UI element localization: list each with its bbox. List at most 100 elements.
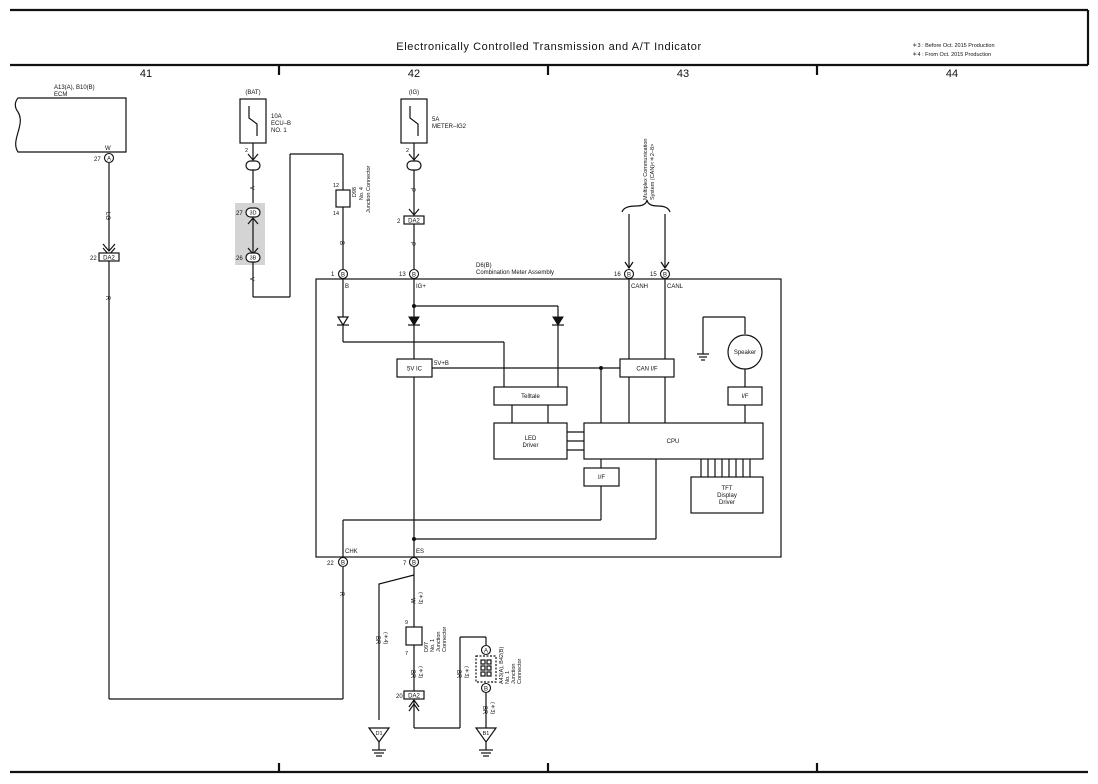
can-h-arrow: [624, 261, 634, 270]
ig-conn-pin: 2: [397, 219, 401, 225]
meter-pin1-num: 1: [331, 272, 335, 278]
block-tft: [690, 476, 764, 514]
jc2-pin-a: [480, 644, 492, 656]
conn-da2-pin: 20: [396, 694, 403, 700]
meter-pin22-letter: B: [341, 561, 345, 567]
block-if1-label: I/F: [742, 394, 749, 400]
ig-source: (IG): [409, 90, 419, 96]
ecm-pin: [103, 152, 115, 164]
diode-b: [336, 316, 350, 327]
ecm-wire-lg-label: LG: [104, 212, 110, 220]
meter-pin7: [408, 556, 420, 568]
jc1-n3: Connector: [442, 626, 448, 652]
meter-pin15-num: 15: [650, 272, 657, 278]
chk-wire-label: R: [338, 592, 344, 597]
ecm-ref: A13(A), B10(B): [54, 85, 95, 91]
v5b-label: 5V+B: [434, 361, 449, 367]
jc4-name1: No. 4: [359, 187, 365, 200]
meter-pin15-letter: B: [663, 273, 667, 279]
ecm-conn-pin: 22: [90, 256, 97, 262]
jc2-terminals: [480, 659, 492, 677]
bat-jp2-id: 3B: [250, 256, 257, 262]
block-tft-label2: Display: [717, 493, 737, 499]
jc4-pin-top: 12: [333, 183, 339, 189]
conn-da2-id: DA2: [408, 694, 420, 700]
jc1-id: D97: [424, 642, 430, 652]
ecm-name: ECM: [54, 92, 67, 98]
br1-label: BR: [374, 636, 380, 645]
jc2-n3: Connector: [517, 658, 523, 684]
bat-wire-v-label: V: [248, 186, 254, 190]
tft-bus: [700, 459, 751, 477]
can-brace: [621, 199, 671, 213]
jc1-n1: No. 1: [430, 639, 436, 652]
meter-pin22: [337, 556, 349, 568]
jc2-a: A: [484, 649, 488, 655]
diode-telltale: [552, 316, 564, 326]
jc4-pin-bot: 14: [333, 211, 339, 217]
ig-fuse-name: METER–IG2: [432, 124, 467, 130]
ig-fuse-icon: [409, 106, 419, 136]
block-cpu: [583, 422, 764, 460]
ground-b1: B1: [483, 731, 490, 737]
br1-note: (＊4): [382, 632, 389, 644]
block-led-label1: LED: [525, 436, 537, 442]
ig-wire-p-label: P: [409, 188, 415, 192]
meter-pin13-letter: B: [412, 273, 416, 279]
can-label2: System (CAN)<＊2–8>: [649, 144, 656, 200]
bat-fuse-name1: ECU–B: [271, 121, 291, 127]
jc2-b: B: [484, 687, 488, 693]
ig-conn-id: DA2: [408, 219, 420, 225]
br2-note: (＊3): [417, 666, 424, 678]
block-cpu-label: CPU: [667, 439, 680, 445]
ig-arrow: [408, 153, 420, 161]
bat-fuse-rating: 10A: [271, 114, 282, 120]
bat-jp2-num: 26: [236, 256, 243, 262]
meter-pin16-letter: B: [627, 273, 631, 279]
ig-conn-arrow: [408, 208, 420, 216]
jc1-box: [405, 626, 423, 646]
jc2-n2: Junction: [511, 664, 517, 685]
ecm-box: [14, 97, 127, 153]
es-branch: [378, 574, 415, 720]
ig-fuse-rating: 5A: [432, 117, 439, 123]
jc4-wire-label: B: [338, 241, 344, 245]
es-wire-w: W: [409, 598, 415, 604]
bat-jp1-id: 3D: [249, 211, 256, 217]
meter-pin22-num: 22: [327, 561, 334, 567]
meter-box: [315, 278, 782, 558]
jc4-id: D98: [352, 187, 358, 197]
br2-label: BR: [409, 670, 415, 679]
meter-pin16-num: 16: [614, 272, 621, 278]
ig-fuse-pin: 2: [406, 148, 409, 154]
diagram-title: Electronically Controlled Transmission a…: [396, 41, 701, 53]
meter-pin1-label: B: [345, 284, 349, 290]
block-canif-label: CAN I/F: [636, 367, 658, 373]
meter-pin1: [337, 268, 349, 280]
meter-pin13: [408, 268, 420, 280]
block-telltale-label: Telltale: [521, 394, 540, 400]
meter-pin7-num: 7: [403, 561, 407, 567]
block-if2-label: I/F: [598, 475, 605, 481]
block-tft-label1: TFT: [722, 486, 733, 492]
junction-dot-1: [412, 304, 416, 308]
bat-conn: [245, 160, 261, 171]
ecm-wire-r-label: R: [104, 296, 110, 301]
jc1-pin-top: 9: [405, 620, 408, 626]
meter-es-label: ES: [416, 549, 424, 555]
ground-d1-icon: [367, 727, 391, 744]
speaker-label: Speaker: [734, 350, 756, 356]
note-3: ＊3 : Before Oct. 2015 Production: [912, 42, 995, 49]
meter-id: D6(B): [476, 263, 492, 269]
br3-label: BR: [455, 670, 461, 679]
ecm-pin-num: 27: [94, 157, 101, 163]
ig-conn: [406, 160, 422, 171]
bat-source: (BAT): [245, 90, 260, 96]
br4-label: BR: [481, 706, 487, 715]
br4-note: (＊3): [489, 702, 496, 714]
jc2-id: A43(A), B42(B): [499, 647, 505, 684]
jc4-name2: Junction Connector: [366, 165, 372, 213]
meter-name: Combination Meter Assembly: [476, 270, 554, 276]
bat-jp1: [245, 207, 261, 218]
